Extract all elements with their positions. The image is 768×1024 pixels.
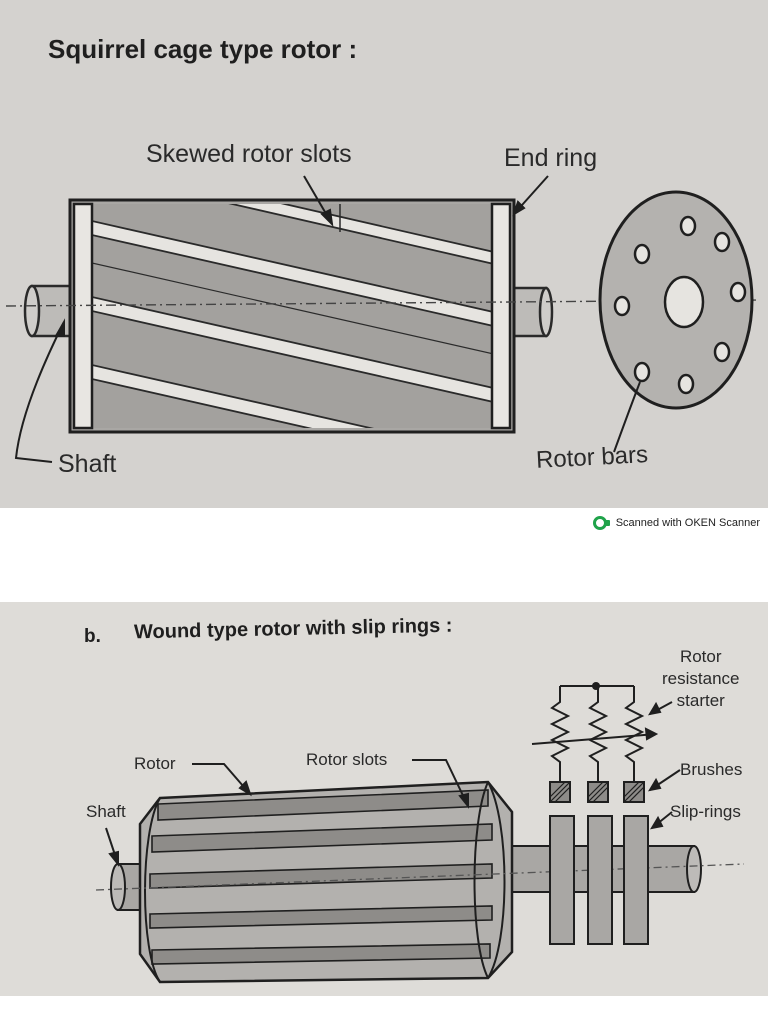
leaders-b <box>105 701 681 867</box>
squirrel-cage-figure: Squirrel cage type rotor : Skewed rotor … <box>0 0 768 508</box>
end-ring-right <box>490 202 512 430</box>
skewed-slots-label: Skewed rotor slots <box>146 140 352 168</box>
star-point <box>592 682 600 690</box>
rotor-bar-holes <box>613 215 747 395</box>
end-ring-left <box>72 202 94 430</box>
rotor-slot-bands <box>149 789 493 965</box>
starter-label-line-2: resistance <box>662 669 740 688</box>
scanner-text: Scanned with OKEN Scanner <box>615 517 760 529</box>
right-shaft <box>510 286 554 338</box>
rotor-resistance-starter-label: Rotor resistance starter <box>662 646 739 712</box>
starter-label-line-1: Rotor <box>679 647 722 666</box>
brushes <box>549 781 645 803</box>
slip-rings <box>549 815 649 945</box>
brushes-label: Brushes <box>680 760 743 779</box>
rotor-slots-label: Rotor slots <box>306 750 388 769</box>
shaft-hole <box>663 275 705 329</box>
scanner-watermark: Scanned with OKEN Scanner <box>592 516 760 530</box>
shaft-label-b: Shaft <box>86 802 126 821</box>
figure-a-heading: Squirrel cage type rotor : <box>48 34 358 64</box>
slip-rings-label: Slip-rings <box>670 802 741 821</box>
oken-logo-icon <box>592 516 611 530</box>
starter-label-line-3: starter <box>676 691 725 710</box>
wound-rotor-drawing <box>95 682 745 984</box>
left-shaft <box>23 284 74 338</box>
squirrel-cage-drawing <box>5 175 761 463</box>
rotor-body <box>138 780 514 984</box>
leaders-a <box>14 175 641 463</box>
shaft-label-a: Shaft <box>58 450 117 478</box>
resistance-starter <box>531 685 659 782</box>
end-disc <box>598 190 754 410</box>
skewed-slots <box>92 204 492 428</box>
rotor-cylinder <box>68 198 516 434</box>
end-ring-label: End ring <box>504 144 598 172</box>
rotor-label: Rotor <box>134 754 176 773</box>
wound-rotor-figure: b. Wound type rotor with slip rings : Ro… <box>0 602 768 996</box>
figure-b-letter: b. <box>84 626 101 647</box>
rotor-bars-label: Rotor bars <box>535 441 649 474</box>
